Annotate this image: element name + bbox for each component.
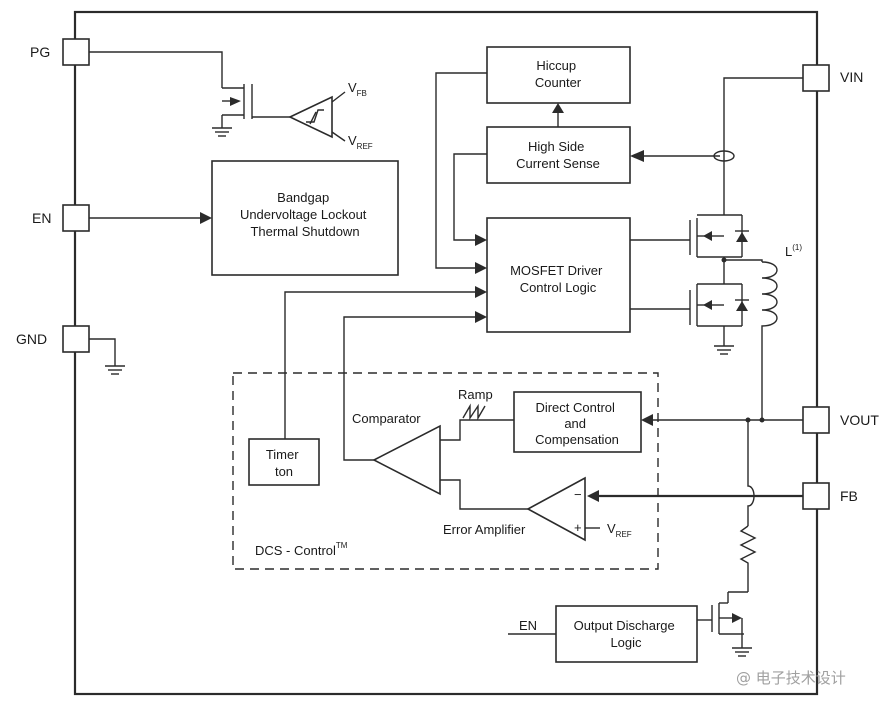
direct-control-block (513, 391, 642, 453)
output-discharge-text: Output Discharge Logic (574, 618, 679, 650)
pin-pg-box (62, 38, 90, 66)
timer-text: Timer ton (266, 447, 302, 479)
ground-icon (212, 127, 232, 137)
direct-control-text: Direct Control and Compensation (535, 400, 619, 447)
en-arrow (200, 212, 212, 224)
comparator-to-driver-wire (343, 316, 475, 461)
timer-block (248, 438, 320, 486)
vout-node-dot (759, 417, 765, 423)
inductor-label: L(1) (785, 243, 802, 259)
hiccup-counter-block (486, 46, 631, 104)
high-side-current-sense-block (486, 126, 631, 184)
dcs-control-label: DCS - ControlTM (255, 541, 348, 558)
pg-hysteresis-comparator (288, 91, 346, 142)
pin-vout-box (802, 406, 830, 434)
bandgap-block (211, 160, 399, 276)
direct-to-comparator-wire (440, 419, 514, 441)
timer-to-driver-wire (284, 291, 475, 439)
dcs-control-region (232, 372, 659, 570)
vref-label-ea: VREF (607, 521, 632, 539)
pin-vin-label: VIN (840, 69, 863, 85)
inductor-wire (724, 259, 763, 262)
output-discharge-logic-block (555, 605, 698, 663)
discharge-en-label: EN (519, 618, 537, 633)
error-amplifier-label: Error Amplifier (443, 522, 526, 537)
erroramp-minus: − (574, 487, 582, 502)
low-side-mosfet (689, 283, 749, 327)
hs-to-hiccup-arrow (552, 103, 564, 113)
mosfet-driver-block (486, 217, 631, 333)
ramp-icon (462, 403, 486, 421)
discharge-path-wire (747, 420, 755, 526)
watermark: @ 电子技术设计 (736, 669, 846, 687)
discharge-mosfet (711, 592, 744, 635)
pin-fb-box (802, 482, 830, 510)
comparator-label: Comparator (352, 411, 421, 426)
hs-to-driver-wire (453, 153, 487, 241)
vout-arrow (641, 414, 653, 426)
pin-pg-label: PG (30, 44, 50, 60)
comparator-symbol (372, 424, 441, 496)
ramp-label: Ramp (458, 387, 493, 402)
inductor-icon (761, 261, 778, 420)
hs-to-driver-arrow (475, 234, 487, 246)
timer-to-driver-arrow (475, 286, 487, 298)
comparator-to-driver-arrow (475, 311, 487, 323)
vin-rail (723, 77, 803, 215)
pin-fb-label: FB (840, 488, 858, 504)
sense-arrow (630, 150, 644, 162)
hiccup-to-driver-arrow (475, 262, 487, 274)
mosfet-driver-text: MOSFET Driver Control Logic (510, 263, 606, 295)
hiccup-to-driver-wire (435, 72, 487, 269)
ground-icon (105, 365, 125, 375)
gnd-wire (89, 338, 116, 366)
vref-label-pg: VREF (348, 133, 373, 151)
erroramp-to-comparator-wire (440, 479, 528, 510)
hiccup-text: Hiccup Counter (535, 58, 582, 90)
high-side-text: High Side Current Sense (516, 139, 600, 171)
error-amplifier-symbol (526, 476, 586, 542)
ic-boundary (73, 10, 819, 696)
pin-gnd-box (62, 325, 90, 353)
pin-en-label: EN (32, 210, 51, 226)
pg-wire (89, 51, 223, 88)
resistor-icon (739, 525, 757, 592)
pin-vin-box (802, 64, 830, 92)
vfb-label: VFB (348, 80, 367, 98)
pin-vout-label: VOUT (840, 412, 879, 428)
ground-icon (732, 647, 752, 657)
pg-nmos-transistor (221, 84, 290, 128)
pin-gnd-label: GND (16, 331, 47, 347)
pin-en-box (62, 204, 90, 232)
bandgap-text: Bandgap Undervoltage Lockout Thermal Shu… (240, 190, 370, 239)
erroramp-plus: + (574, 520, 582, 535)
high-side-mosfet (689, 214, 749, 258)
ground-icon (714, 345, 734, 355)
fb-arrow (587, 490, 599, 502)
